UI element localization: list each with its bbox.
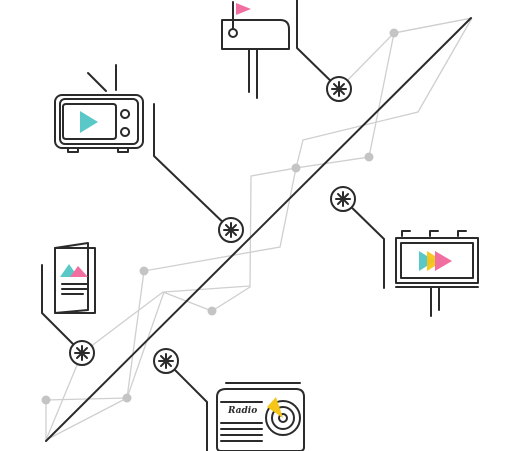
- network-line-b: [45, 17, 473, 441]
- connectors: [41, 0, 385, 451]
- billboard-play-icon: [395, 230, 479, 317]
- network-dot: [207, 306, 217, 316]
- network-dot: [122, 393, 132, 403]
- network-line-a: [45, 17, 473, 440]
- junction-node: [326, 76, 352, 102]
- connector-radio: [165, 360, 208, 451]
- network-dot: [364, 152, 374, 162]
- retro-tv-play-icon: [54, 64, 144, 153]
- network-line-c: [45, 285, 251, 441]
- connector-brochure: [41, 264, 83, 354]
- brochure-icon: [54, 242, 96, 314]
- connector-mailbox: [296, 0, 340, 90]
- connector-tv: [153, 103, 232, 231]
- network-dot: [139, 266, 149, 276]
- mailbox-flag-icon: [221, 1, 290, 99]
- network-dot: [291, 163, 301, 173]
- junction-node: [69, 340, 95, 366]
- junction-nodes: [69, 76, 356, 374]
- connector-billboard: [342, 198, 385, 289]
- network-dot: [41, 395, 51, 405]
- background-network: [41, 17, 473, 441]
- network-dot: [389, 28, 399, 38]
- junction-node: [330, 186, 356, 212]
- radio-label: Radio: [227, 406, 257, 416]
- main-diagonal-line: [45, 17, 472, 442]
- radio-icon: Radio: [216, 382, 305, 451]
- junction-node: [153, 348, 179, 374]
- junction-node: [218, 217, 244, 243]
